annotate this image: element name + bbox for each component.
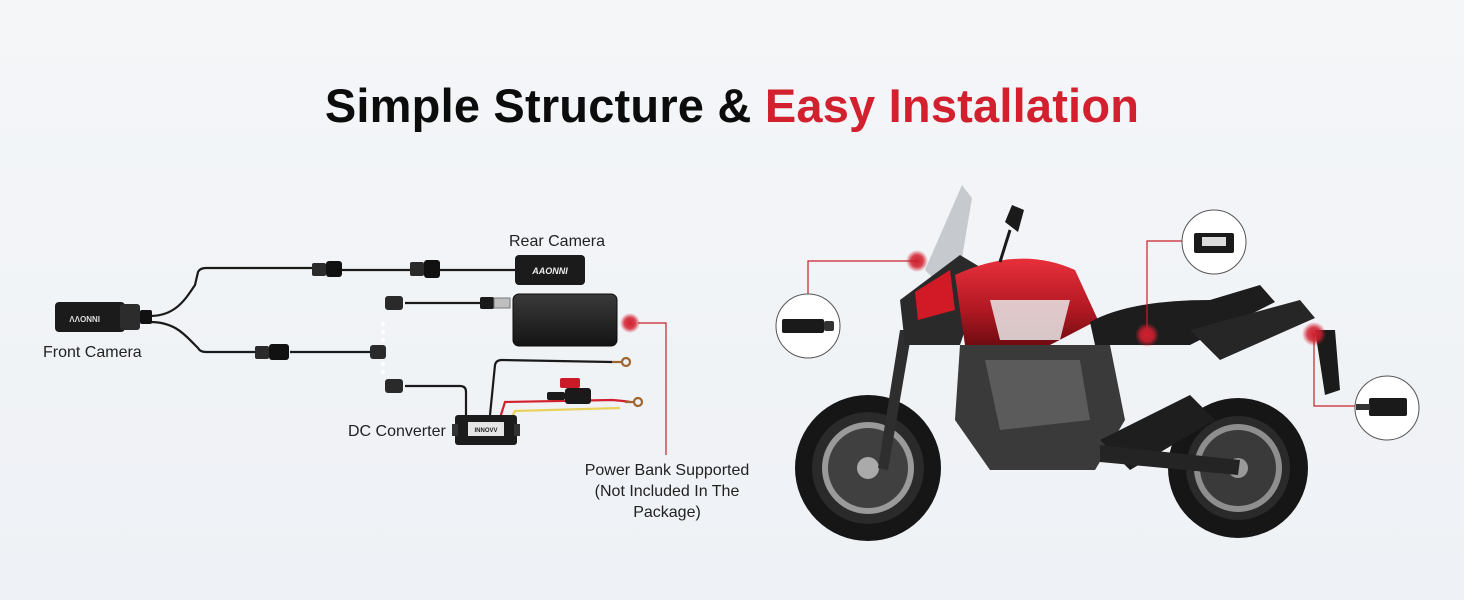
ring-terminals [612,356,644,408]
swingarm [1100,445,1240,475]
connector-1 [312,263,326,276]
dc-converter: INNOVV [452,415,520,445]
front-camera-brand: INNOVV [69,314,100,323]
rear-camera-label: Rear Camera [509,233,606,250]
power-bank-label-line-3: Package) [633,504,701,521]
rear-camera-callout-line [1313,334,1355,407]
power-bank-label-line-2: (Not Included In The [594,483,740,500]
tank-side-panel [990,300,1070,340]
power-bank-marker [620,313,640,333]
mirror [1005,205,1024,232]
front-camera: INNOVV [55,302,152,332]
dc-converter-label: DC Converter [348,423,446,440]
rear-camera-callout-icon [1369,398,1407,416]
cable-ground [488,358,613,416]
connector-7 [370,345,386,359]
front-camera-callout-icon [782,319,824,333]
ring-terminal-2 [632,396,644,408]
cable-converter-in [405,384,468,415]
cable-front-to-rear-a [149,266,312,318]
ring-terminal-1 [620,356,632,368]
fuse-holder [547,378,591,404]
tail-section [1190,300,1315,360]
connector-8 [385,296,403,310]
license-plate-bracket [1315,330,1340,395]
front-camera-label: Front Camera [43,344,142,361]
title-part-2-accent: Easy Installation [764,79,1140,132]
callouts [775,209,1420,441]
power-bank [512,293,618,347]
connector-6 [269,344,289,360]
connector-9 [385,379,403,393]
engine-fins [985,360,1090,430]
motorcycle [795,185,1340,541]
power-bank-label: Power Bank Supported (Not Included In Th… [566,460,768,523]
converter-callout-line [1146,240,1183,335]
connector-5 [255,346,269,359]
usb-plug [480,297,511,309]
wiring-diagram: INNOVV AAONNI [55,255,667,455]
power-bank-label-line-1: Power Bank Supported [584,462,750,479]
cable-connectors [255,260,440,393]
wire-yellow [509,406,621,421]
front-camera-callout-line [807,260,917,296]
cables [149,266,613,416]
rear-camera-brand: AAONNI [531,266,568,276]
rear-camera: AAONNI [515,255,585,285]
cable-front-to-power-a [149,320,255,354]
connector-2 [326,261,342,277]
page-title: Simple Structure & Easy Installation [0,78,1464,133]
front-wheel [795,395,941,541]
front-fork [878,330,912,470]
mirror-stalk [998,229,1012,263]
converter-brand: INNOVV [474,428,497,434]
front-fairing-red [915,270,955,320]
windscreen [925,185,972,300]
connector-4 [424,260,440,278]
title-part-1: Simple Structure & [324,79,752,132]
connector-3 [410,262,424,276]
power-bank-callout-line [638,322,667,455]
